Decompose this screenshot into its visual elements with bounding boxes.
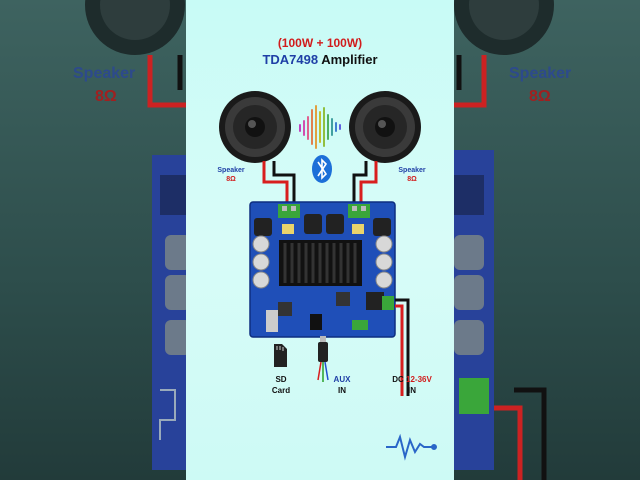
dc-in-line1: DC 12-36V bbox=[382, 374, 442, 385]
left-speaker-icon bbox=[219, 91, 291, 163]
wiring-diagram-art bbox=[219, 91, 437, 461]
sound-wave-icon bbox=[299, 105, 341, 149]
left-speaker-ohm: 8Ω bbox=[226, 176, 236, 183]
amplifier-board bbox=[249, 201, 396, 338]
background-left-art bbox=[85, 0, 186, 470]
right-speaker-name: Speaker bbox=[398, 167, 426, 174]
bg-right-speaker-label: Speaker bbox=[509, 65, 572, 82]
aux-in-line2: IN bbox=[338, 386, 346, 395]
sd-card-line1: SD bbox=[275, 375, 287, 384]
background-left-panel: Speaker 8Ω bbox=[0, 0, 186, 480]
left-speaker-name: Speaker bbox=[217, 167, 245, 174]
brand-wave-logo-icon bbox=[386, 433, 437, 461]
dc-voltage-range: 12-36V bbox=[406, 375, 432, 384]
bg-left-speaker-label: Speaker bbox=[73, 65, 136, 82]
right-speaker-ohm: 8Ω bbox=[407, 176, 417, 183]
amplifier-title: TDA7498 Amplifier bbox=[186, 52, 454, 67]
background-right-art bbox=[454, 0, 554, 480]
aux-in-line1: AUX bbox=[333, 375, 351, 384]
bg-left-ohm-label: 8Ω bbox=[95, 88, 117, 105]
aux-cable-icon bbox=[317, 336, 329, 382]
left-speaker-label: Speaker 8Ω bbox=[214, 166, 248, 184]
sd-card-icon bbox=[274, 344, 287, 367]
right-speaker-icon bbox=[349, 91, 421, 163]
dc-prefix: DC bbox=[392, 375, 404, 384]
dc-in-label: DC 12-36V IN bbox=[382, 374, 442, 396]
wiring-diagram-panel: (100W + 100W) TDA7498 Amplifier Speaker … bbox=[186, 0, 454, 480]
bg-right-ohm-label: 8Ω bbox=[529, 88, 551, 105]
sd-card-line2: Card bbox=[271, 386, 291, 395]
sd-card-label: SD Card bbox=[266, 374, 296, 396]
aux-in-label: AUX IN bbox=[328, 374, 356, 396]
background-right-panel: Speaker 8Ω bbox=[454, 0, 640, 480]
power-rating-title: (100W + 100W) bbox=[277, 36, 363, 50]
chip-name: TDA7498 bbox=[262, 52, 319, 67]
dc-in-line2: IN bbox=[408, 386, 416, 395]
bluetooth-icon bbox=[312, 155, 332, 183]
amplifier-word: Amplifier bbox=[321, 52, 378, 67]
right-speaker-label: Speaker 8Ω bbox=[395, 166, 429, 184]
